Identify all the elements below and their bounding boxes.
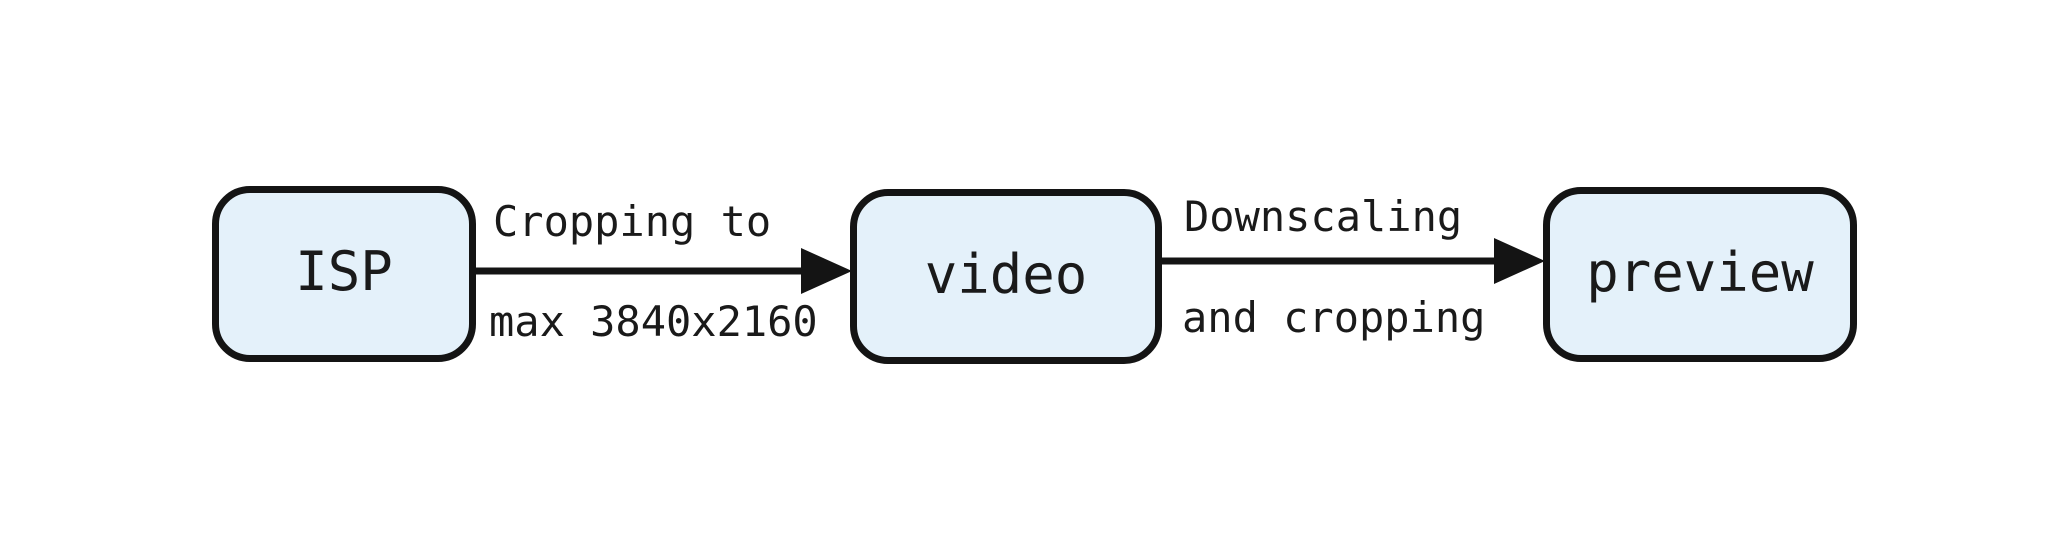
node-preview-label: preview — [1586, 240, 1814, 304]
arrowhead-icon — [1494, 238, 1545, 284]
node-isp-label: ISP — [295, 240, 393, 303]
node-video-label: video — [924, 242, 1088, 306]
node-isp: ISP — [212, 186, 476, 362]
arrowhead-icon — [801, 248, 852, 294]
edge-video-preview-label-bottom: and cropping — [1182, 293, 1486, 342]
edge-video-preview-label-top: Downscaling — [1184, 192, 1463, 241]
edge-video-preview — [1158, 238, 1545, 284]
node-video: video — [850, 189, 1162, 364]
node-preview: preview — [1543, 187, 1857, 362]
edge-isp-video — [472, 248, 852, 294]
edge-isp-video-label-top: Cropping to — [493, 197, 772, 246]
edge-isp-video-label-bottom: max 3840x2160 — [489, 297, 818, 346]
